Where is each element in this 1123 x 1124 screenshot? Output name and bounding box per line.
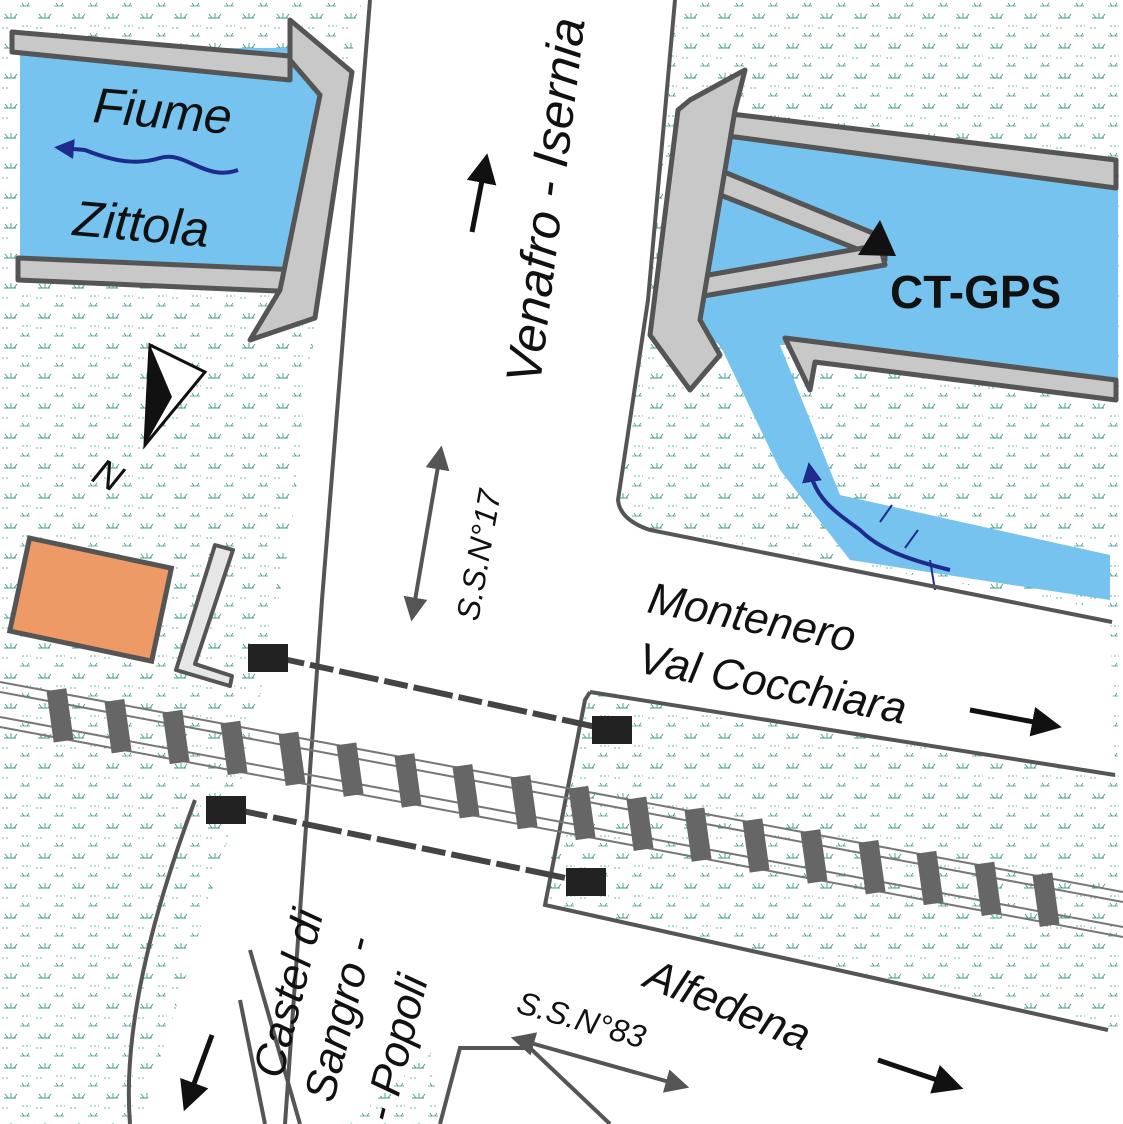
rail-sleeper [162, 709, 190, 765]
building [6, 535, 175, 665]
rail-sleeper [1032, 872, 1060, 927]
rail-sleeper [336, 742, 364, 797]
river-zittola [9, 17, 355, 343]
rail-sleeper [916, 850, 944, 906]
rail-sleeper [220, 720, 248, 776]
arrow-alfedena-icon [877, 1057, 964, 1094]
ss17-double-arrow-icon [403, 445, 450, 622]
road-edges [126, 0, 1116, 1124]
rail-sleeper [858, 840, 886, 895]
label-ct-gps: CT-GPS [890, 266, 1061, 318]
river-ct-gps [647, 67, 1119, 600]
arrow-north-icon [466, 153, 497, 233]
rail-sleeper [800, 829, 828, 884]
arrow-south-icon [180, 1034, 215, 1112]
rail-sleeper [626, 796, 654, 851]
arrow-east-icon [969, 706, 1062, 737]
rail-sleeper [452, 764, 480, 819]
direction-arrows [180, 153, 1062, 1112]
rail-sleeper [104, 699, 132, 754]
rail-sleeper [46, 688, 74, 743]
level-crossing [206, 644, 632, 896]
rail-sleeper [974, 861, 1002, 917]
rail-sleeper [278, 731, 306, 786]
station-triangle-icon [858, 220, 896, 256]
railway [0, 681, 1123, 938]
label-fiume: Fiume [91, 77, 234, 145]
rail-sleeper [510, 774, 538, 830]
label-zittola: Zittola [70, 190, 212, 258]
wall [174, 543, 235, 688]
rail-sleeper [742, 818, 770, 873]
rail-sleeper [684, 807, 712, 862]
rail-sleeper [568, 785, 596, 841]
rail-sleeper [394, 753, 422, 808]
road-number-arrows [403, 445, 690, 1093]
ss83-double-arrow-icon [510, 1032, 690, 1093]
